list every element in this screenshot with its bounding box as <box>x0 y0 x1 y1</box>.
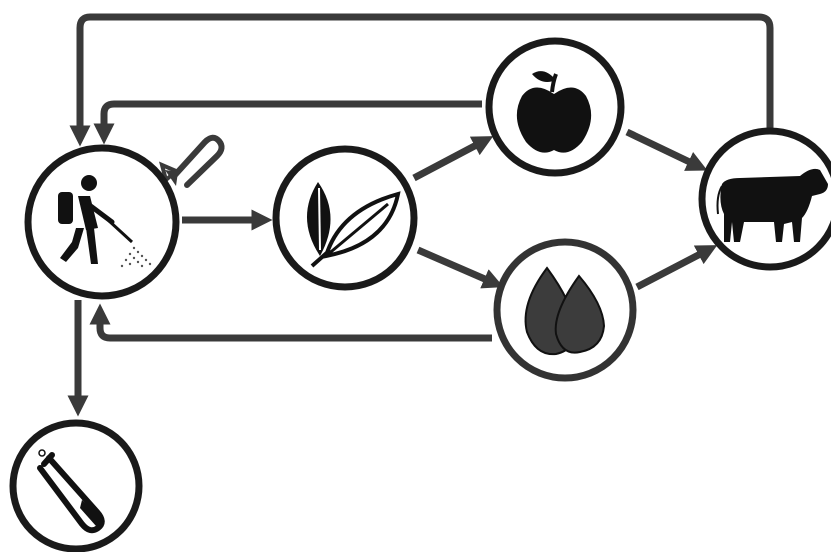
water-drops-icon <box>524 266 606 356</box>
leaves-icon <box>306 182 401 268</box>
node-leaves <box>272 145 418 291</box>
edge-water-to-sprayer <box>89 303 492 342</box>
node-water <box>493 238 637 382</box>
apple-icon <box>516 71 592 153</box>
edge-apple-to-cow <box>625 128 708 171</box>
edge-apple-to-sprayer <box>93 100 482 145</box>
edge-water-to-cow <box>635 245 718 291</box>
cow-icon <box>716 168 828 242</box>
node-cow <box>698 127 831 271</box>
edge-leaves-to-apple <box>412 136 494 182</box>
node-sprayer <box>24 144 180 300</box>
edge-cow-to-sprayer <box>69 13 774 147</box>
edges <box>67 13 774 417</box>
person-spraying-icon <box>58 175 134 264</box>
node-apple <box>485 37 625 177</box>
node-test-tube <box>9 419 143 552</box>
edge-leaves-to-sprayer-hollow <box>159 134 225 188</box>
edge-leaves-to-water <box>416 246 504 289</box>
test-tube-icon <box>37 449 105 534</box>
spray-mist <box>120 246 152 268</box>
